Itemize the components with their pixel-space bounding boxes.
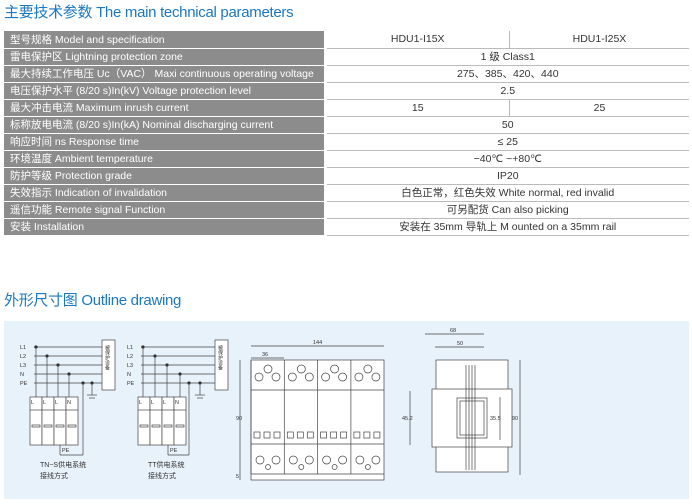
drawing-label: PE (127, 381, 135, 387)
drawing-label: 被保护设备 (217, 344, 223, 371)
drawing-label: L (31, 400, 34, 406)
param-label: 失效指示 Indication of invalidation (4, 184, 327, 202)
table-row: 电压保护水平 (8/20 s)In(kV) Voltage protection… (4, 82, 689, 100)
param-value: 白色正常，红色失效 White normal, red invalid (325, 184, 689, 202)
param-label: 遥信功能 Remote signal Function (4, 201, 327, 219)
param-label: 环境温度 Ambient temperature (4, 150, 327, 168)
drawing-label: L2 (127, 354, 133, 360)
drawing-label: N (20, 372, 24, 378)
param-value: IP20 (325, 167, 689, 185)
drawing-label: L (43, 400, 46, 406)
param-value: −40℃ ~+80℃ (325, 150, 689, 168)
param-label: 防护等级 Protection grade (4, 167, 327, 185)
drawing-label: L (55, 400, 58, 406)
drawing-label: 50 (457, 341, 463, 347)
param-label: 最大冲击电流 Maximum inrush current (4, 99, 327, 117)
param-label: 响应时间 ns Response time (4, 133, 327, 151)
param-label: 最大持续工作电压 Uc（VAC） Maxi continuous operati… (4, 65, 327, 83)
drawing-label: PE (170, 448, 178, 454)
drawing-label: 90 (236, 416, 242, 422)
table-row: 标称放电电流 (8/20 s)In(kA) Nominal dischargin… (4, 116, 689, 134)
drawing-label: PE (62, 448, 70, 454)
drawing-label: 45.2 (402, 416, 413, 422)
drawing-label: N (67, 400, 71, 406)
table-row: 响应时间 ns Response time≤ 25 (4, 133, 689, 151)
drawing-label: 接线方式 (40, 471, 68, 480)
drawing-label: N (175, 400, 179, 406)
param-value: 25 (509, 99, 689, 117)
param-label: 安装 Installation (4, 218, 327, 236)
drawing-label: PE (20, 381, 28, 387)
drawing-label: L (139, 400, 142, 406)
drawing-label: 被保护设备 (104, 344, 110, 371)
table-row: 最大持续工作电压 Uc（VAC） Maxi continuous operati… (4, 65, 689, 83)
param-value: 可另配货 Can also picking (325, 201, 689, 219)
drawing-label: 36 (262, 352, 268, 358)
table-row: 环境温度 Ambient temperature−40℃ ~+80℃ (4, 150, 689, 168)
param-value: 50 (325, 116, 689, 134)
drawing-label: L1 (127, 345, 133, 351)
drawing-label: 90 (512, 416, 518, 422)
param-label: 型号规格 Model and specification (4, 31, 327, 49)
drawing-label: 35.5 (490, 416, 501, 422)
param-value: 275、385、420、440 (325, 65, 689, 83)
param-value: 安装在 35mm 导轨上 M ounted on a 35mm rail (325, 218, 689, 236)
drawing-label: L3 (20, 363, 26, 369)
param-label: 电压保护水平 (8/20 s)In(kV) Voltage protection… (4, 82, 327, 100)
param-label: 标称放电电流 (8/20 s)In(kA) Nominal dischargin… (4, 116, 327, 134)
drawing-label: L3 (127, 363, 133, 369)
section-title-parameters: 主要技术参数 The main technical parameters (4, 4, 294, 21)
param-value: 1 级 Class1 (325, 48, 689, 66)
param-value: HDU1-I25X (509, 31, 689, 49)
drawing-label: L (151, 400, 154, 406)
drawing-label: L (163, 400, 166, 406)
drawing-label: TT供电系统 (148, 460, 185, 469)
param-value: 15 (325, 99, 510, 117)
param-label: 雷电保护区 Lightning protection zone (4, 48, 327, 66)
drawing-label: L1 (20, 345, 26, 351)
drawing-label: 68 (450, 328, 456, 334)
drawing-label: TN−S供电系统 (40, 460, 86, 469)
param-value: ≤ 25 (325, 133, 689, 151)
param-value: 2.5 (325, 82, 689, 100)
drawing-label: L2 (20, 354, 26, 360)
param-value: HDU1-I15X (325, 31, 510, 49)
drawing-label: 5 (236, 474, 239, 480)
drawing-label: 接线方式 (148, 471, 176, 480)
section-title-outline: 外形尺寸图 Outline drawing (4, 292, 182, 309)
drawing-label: N (127, 372, 131, 378)
drawing-label: 144 (313, 340, 322, 346)
